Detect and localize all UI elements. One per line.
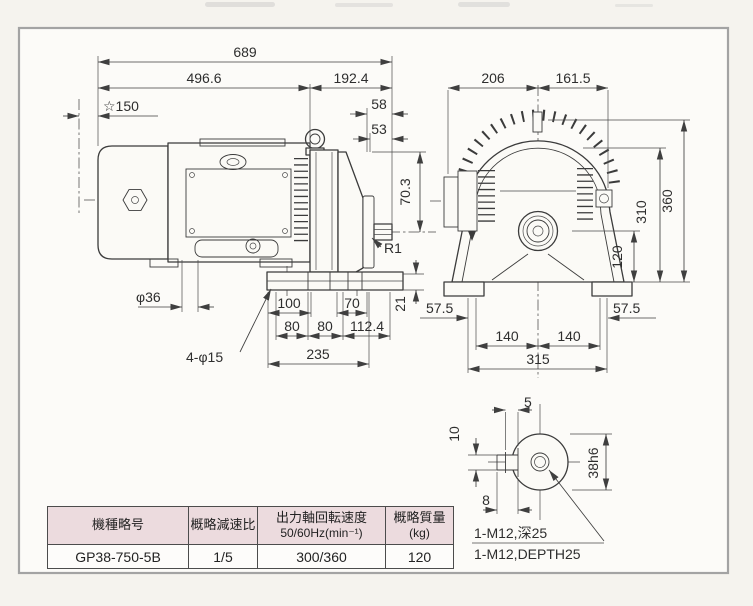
dim-r1: R1 <box>384 240 402 256</box>
adapter-flange <box>309 149 339 273</box>
tap-note-jp: 1-M12,深25 <box>474 525 547 541</box>
scan-artifact <box>458 2 510 7</box>
gearbox-outline <box>304 128 393 273</box>
extension-lines <box>447 90 690 373</box>
dim-53: 53 <box>371 121 387 137</box>
dim-4-phi15: 4-φ15 <box>186 349 223 365</box>
tap-note-en: 1-M12,DEPTH25 <box>474 546 581 562</box>
dim-star-150: ☆150 <box>103 98 139 114</box>
motor-stub-plate <box>443 176 459 228</box>
dim-total-length: 689 <box>233 44 257 60</box>
dim-206: 206 <box>481 70 505 86</box>
spec-table-data-row: GP38-750-5B 1/5 300/360 120 <box>47 544 454 569</box>
dimension-lines <box>420 84 688 373</box>
dim-161-5: 161.5 <box>555 70 590 86</box>
lower-bracket <box>194 239 279 258</box>
tapped-hole <box>530 452 550 472</box>
housing-inner <box>461 147 615 283</box>
spec-table-header-row: 機種略号 概略減速比 出力軸回転速度 50/60Hz(min⁻¹) 概略質量 (… <box>47 506 454 545</box>
cell-speed: 300/360 <box>257 544 386 569</box>
dim-58: 58 <box>371 96 387 112</box>
shaft-end-circle <box>511 433 569 491</box>
header-output-speed: 出力軸回転速度 50/60Hz(min⁻¹) <box>257 506 386 545</box>
dim-phi36: φ36 <box>136 289 161 305</box>
dim-310: 310 <box>633 200 649 224</box>
dim-70-3: 70.3 <box>397 178 413 205</box>
header-ratio: 概略減速比 <box>188 506 258 545</box>
dimension-labels: 5 10 8 38h6 1-M12,深25 1-M12,DEPTH25 <box>446 394 601 562</box>
front-view: 206 161.5 360 310 120 57.5 57.5 140 140 … <box>420 70 690 378</box>
cover-clip <box>149 258 179 268</box>
drain-pointer-icon <box>468 231 476 241</box>
dim-reducer-length: 192.4 <box>333 70 368 86</box>
dimension-labels: 206 161.5 360 310 120 57.5 57.5 140 140 … <box>426 70 675 367</box>
dim-360: 360 <box>659 189 675 213</box>
dim-38h6: 38h6 <box>585 447 601 478</box>
dimension-lines <box>63 58 424 368</box>
cell-ratio: 1/5 <box>188 544 258 569</box>
dim-140-right: 140 <box>557 328 581 344</box>
keyway <box>496 448 519 477</box>
dim-8: 8 <box>482 492 490 508</box>
output-boss <box>517 210 559 252</box>
dim-235: 235 <box>306 346 330 362</box>
right-foot <box>591 281 633 297</box>
dim-57-5-left: 57.5 <box>426 300 453 316</box>
cell-mass: 120 <box>385 544 454 569</box>
motor-outline <box>97 138 311 268</box>
output-cover <box>362 195 375 269</box>
dim-315: 315 <box>526 351 550 367</box>
hex-bolt-center <box>131 196 139 204</box>
dim-112-4: 112.4 <box>350 318 384 334</box>
dim-5: 5 <box>524 394 532 410</box>
motor-stub <box>457 170 478 232</box>
scan-artifact <box>335 3 393 7</box>
dim-motor-length: 496.6 <box>186 70 221 86</box>
rib <box>491 253 529 281</box>
housing-outline <box>443 109 633 297</box>
motor-top-rib <box>199 138 286 147</box>
header-model: 機種略号 <box>47 506 189 545</box>
dim-21: 21 <box>392 296 408 312</box>
base-outline <box>266 271 404 291</box>
dim-57-5-right: 57.5 <box>613 300 640 316</box>
spec-table: 機種略号 概略減速比 出力軸回転速度 50/60Hz(min⁻¹) 概略質量 (… <box>47 506 454 569</box>
header-mass: 概略質量 (kg) <box>385 506 454 545</box>
dimension-lines <box>472 406 610 544</box>
cover-clip <box>259 258 293 268</box>
dim-120: 120 <box>609 245 625 269</box>
bearing-plug <box>219 154 247 170</box>
dim-80a: 80 <box>284 318 300 334</box>
dim-10: 10 <box>446 426 462 442</box>
dimension-labels: 689 496.6 192.4 ☆150 58 53 70.3 R1 φ36 4… <box>103 44 413 365</box>
scan-artifact <box>205 2 275 7</box>
left-foot <box>443 281 485 297</box>
side-boss <box>595 189 613 208</box>
drawing-border <box>17 26 730 575</box>
dim-100: 100 <box>277 295 301 311</box>
top-plug <box>532 111 543 133</box>
scan-artifact <box>615 4 653 7</box>
fan-cover <box>97 145 169 260</box>
hex-bolt-icon <box>122 189 148 211</box>
dim-80b: 80 <box>317 318 333 334</box>
output-shaft <box>373 223 393 241</box>
shaft-detail-view: 5 10 8 38h6 1-M12,深25 1-M12,DEPTH25 <box>446 394 612 562</box>
cell-model: GP38-750-5B <box>47 544 189 569</box>
dim-70: 70 <box>344 295 360 311</box>
rib <box>547 253 585 281</box>
dim-140-left: 140 <box>495 328 519 344</box>
drain-plug <box>245 238 261 254</box>
side-view: 689 496.6 192.4 ☆150 58 53 70.3 R1 φ36 4… <box>63 44 436 368</box>
